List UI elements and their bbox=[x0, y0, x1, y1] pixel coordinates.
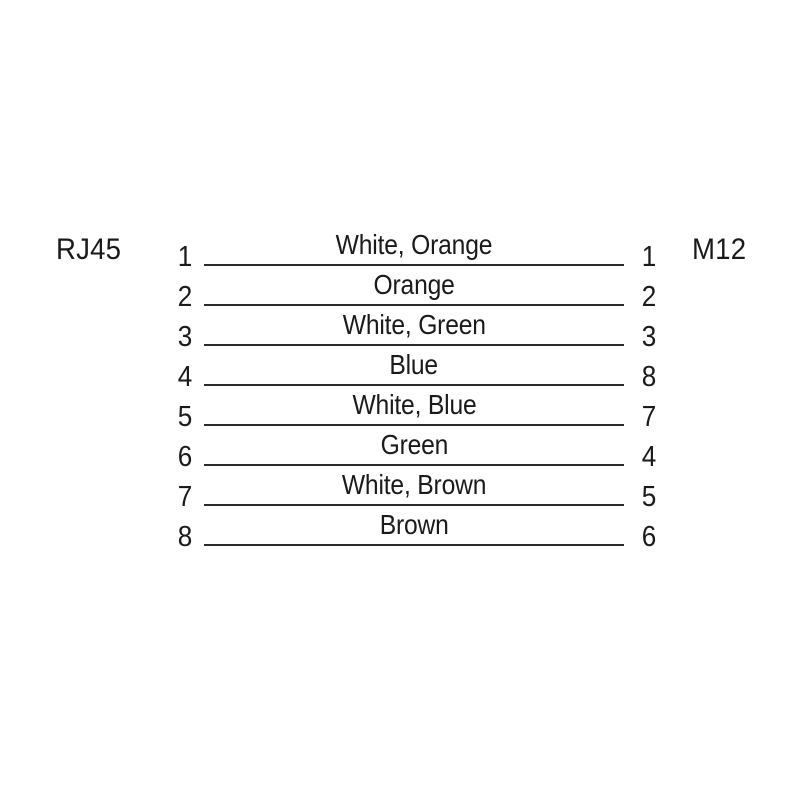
right-pin-number: 2 bbox=[641, 281, 657, 313]
right-pin-number: 7 bbox=[641, 401, 657, 433]
wire-color-label-text: White, Green bbox=[342, 309, 486, 340]
wire-color-label: White, Orange bbox=[204, 231, 624, 259]
wire-color-label: Green bbox=[204, 431, 624, 459]
right-pin-number: 1 bbox=[641, 241, 657, 273]
wire-connection-line bbox=[204, 504, 624, 506]
right-pin-number: 8 bbox=[641, 361, 657, 393]
wire-color-label-text: White, Brown bbox=[341, 469, 487, 500]
left-pin-number: 2 bbox=[177, 281, 193, 313]
right-pin-number: 4 bbox=[641, 441, 657, 473]
left-pin-number: 1 bbox=[177, 241, 193, 273]
wire-color-label: Brown bbox=[204, 511, 624, 539]
left-pin-number: 6 bbox=[177, 441, 193, 473]
wire-color-label: Orange bbox=[204, 271, 624, 299]
wire-connection-line bbox=[204, 344, 624, 346]
wire-connection-line bbox=[204, 544, 624, 546]
wire-color-label: White, Green bbox=[204, 311, 624, 339]
left-pin-number: 5 bbox=[177, 401, 193, 433]
wire-connection-line bbox=[204, 384, 624, 386]
right-connector-heading: M12 bbox=[692, 233, 747, 266]
wire-connection-line bbox=[204, 304, 624, 306]
wire-connection-line bbox=[204, 464, 624, 466]
wire-color-label-text: Blue bbox=[389, 349, 439, 380]
wire-color-label-text: White, Orange bbox=[335, 229, 493, 260]
wire-color-label-text: Green bbox=[380, 429, 448, 460]
wire-connection-line bbox=[204, 424, 624, 426]
wire-color-label: White, Blue bbox=[204, 391, 624, 419]
wire-connection-line bbox=[204, 264, 624, 266]
wire-color-label-text: Orange bbox=[373, 269, 455, 300]
left-connector-heading: RJ45 bbox=[56, 233, 122, 266]
right-pin-number: 3 bbox=[641, 321, 657, 353]
wire-color-label: White, Brown bbox=[204, 471, 624, 499]
right-pin-number: 6 bbox=[641, 521, 657, 553]
wire-color-label: Blue bbox=[204, 351, 624, 379]
left-pin-number: 8 bbox=[177, 521, 193, 553]
left-pin-number: 4 bbox=[177, 361, 193, 393]
left-pin-number: 3 bbox=[177, 321, 193, 353]
wire-color-label-text: White, Blue bbox=[351, 389, 477, 420]
wire-color-label-text: Brown bbox=[379, 509, 449, 540]
right-pin-number: 5 bbox=[641, 481, 657, 513]
left-pin-number: 7 bbox=[177, 481, 193, 513]
